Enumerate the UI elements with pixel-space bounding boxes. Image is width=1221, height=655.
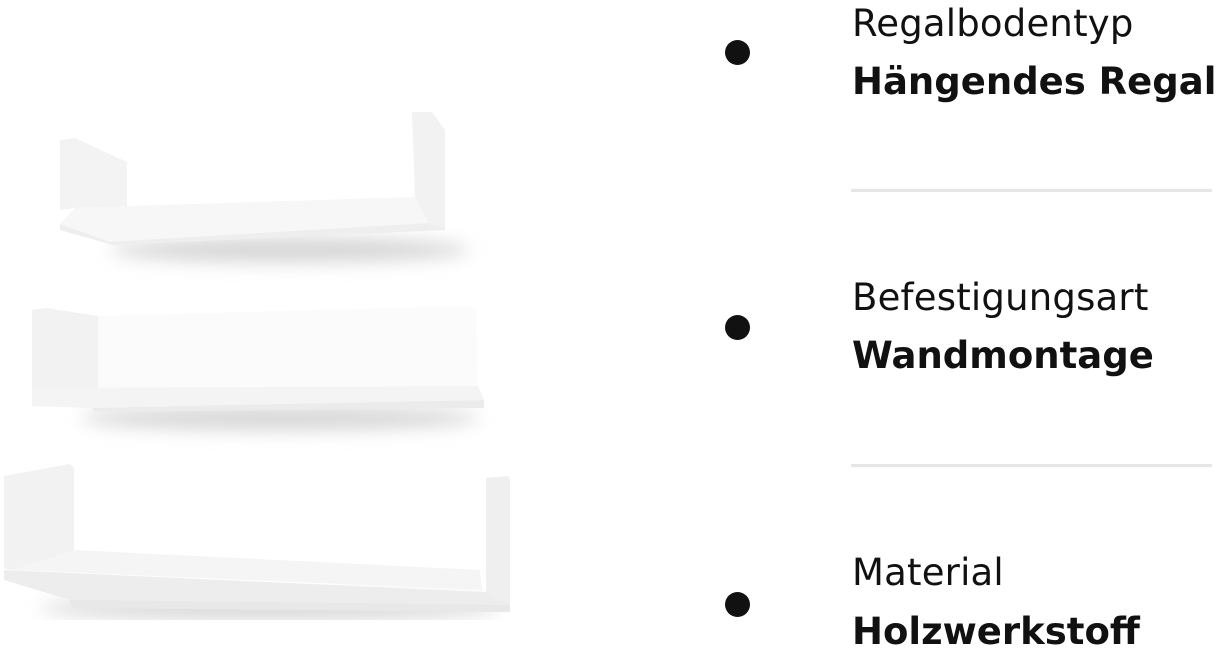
divider xyxy=(851,464,1212,467)
bullet-icon xyxy=(725,592,750,617)
shelf-bottom xyxy=(4,464,510,620)
product-image-shelves xyxy=(0,100,530,620)
shelf-top xyxy=(60,112,470,262)
bullet-icon xyxy=(725,315,750,340)
spec-label: Regalbodentyp xyxy=(852,2,1134,45)
spec-value: Hängendes Regal xyxy=(852,60,1217,103)
divider xyxy=(851,189,1212,192)
spec-value: Wandmontage xyxy=(852,334,1154,377)
spec-label: Befestigungsart xyxy=(852,276,1149,319)
spec-label: Material xyxy=(852,551,1004,594)
bullet-icon xyxy=(725,40,750,65)
spec-value: Holzwerkstoff xyxy=(852,610,1140,653)
shelf-middle xyxy=(32,306,484,430)
